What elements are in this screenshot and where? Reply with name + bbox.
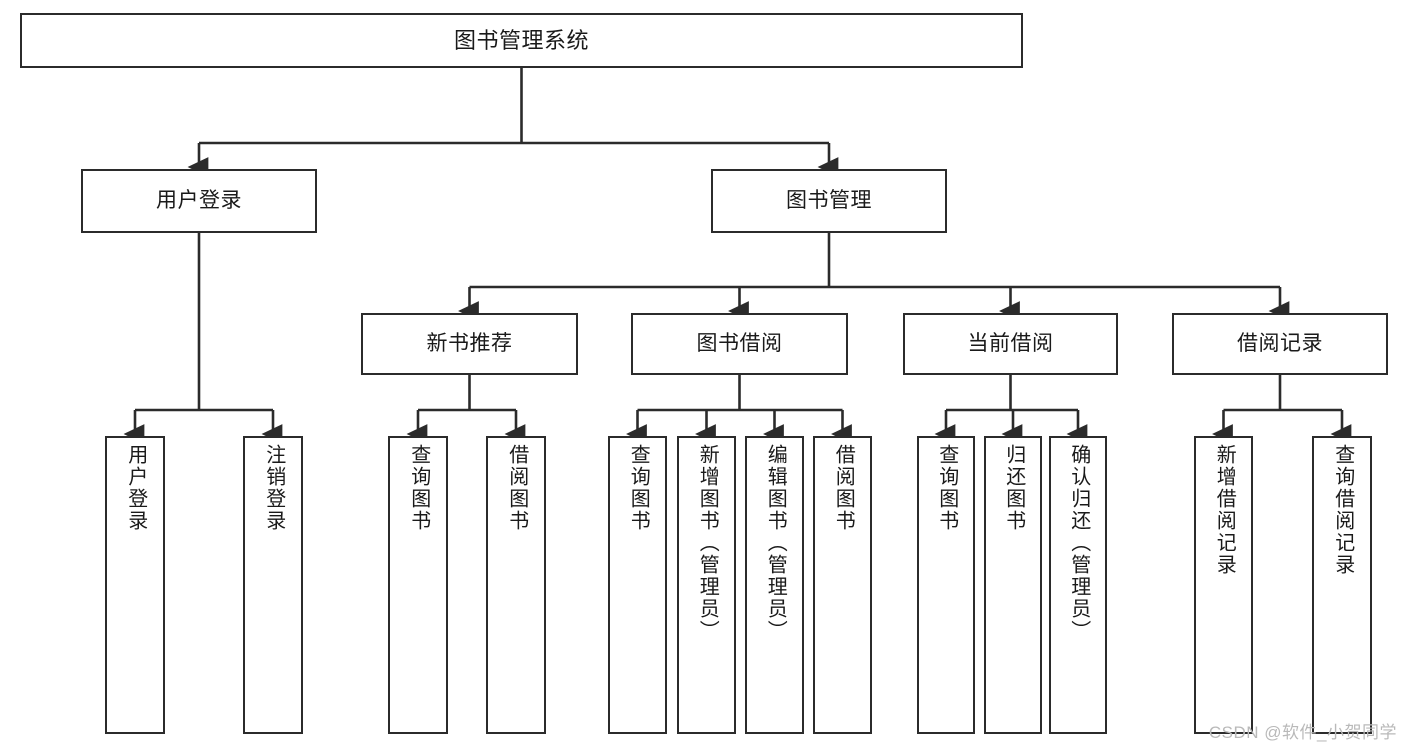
node-label: 新书推荐 <box>426 331 513 355</box>
leaf-borrow-book-recommend[interactable]: 借阅图书 <box>486 436 546 734</box>
leaf-return-book[interactable]: 归还图书 <box>984 436 1042 734</box>
node-label: 注销登录 <box>262 444 285 532</box>
node-label: 归还图书 <box>1002 444 1025 532</box>
leaf-confirm-return-admin[interactable]: 确认归还（管理员） <box>1049 436 1107 734</box>
node-book-borrow[interactable]: 图书借阅 <box>631 313 848 375</box>
node-label: 借阅图书 <box>832 444 855 532</box>
node-label: 用户登录 <box>156 188 242 212</box>
leaf-query-book-borrow[interactable]: 查询图书 <box>608 436 667 734</box>
node-root-system[interactable]: 图书管理系统 <box>20 13 1023 68</box>
node-label: 查询借阅记录 <box>1331 444 1354 576</box>
node-label: 查询图书 <box>407 444 430 532</box>
node-label: 借阅记录 <box>1237 331 1323 355</box>
node-book-management[interactable]: 图书管理 <box>711 169 947 233</box>
leaf-add-borrow-record[interactable]: 新增借阅记录 <box>1194 436 1253 734</box>
node-label: 确认归还（管理员） <box>1067 444 1090 642</box>
leaf-query-book-recommend[interactable]: 查询图书 <box>388 436 448 734</box>
node-label: 图书借阅 <box>696 331 783 355</box>
node-label: 图书管理系统 <box>453 27 589 53</box>
csdn-watermark: CSDN @软件_小贺同学 <box>1208 723 1397 742</box>
leaf-query-borrow-record[interactable]: 查询借阅记录 <box>1312 436 1372 734</box>
node-label: 借阅图书 <box>505 444 528 532</box>
leaf-logout[interactable]: 注销登录 <box>243 436 303 734</box>
node-borrow-records[interactable]: 借阅记录 <box>1172 313 1388 375</box>
node-label: 图书管理 <box>786 188 872 212</box>
node-label: 查询图书 <box>935 444 958 532</box>
leaf-borrow-book[interactable]: 借阅图书 <box>813 436 872 734</box>
node-user-login[interactable]: 用户登录 <box>81 169 317 233</box>
node-label: 新增图书（管理员） <box>696 444 719 642</box>
leaf-query-book-current[interactable]: 查询图书 <box>917 436 975 734</box>
node-label: 查询图书 <box>627 444 650 532</box>
node-label: 编辑图书（管理员） <box>764 444 787 642</box>
node-label: 当前借阅 <box>967 331 1054 355</box>
leaf-edit-book-admin[interactable]: 编辑图书（管理员） <box>745 436 804 734</box>
node-label: 新增借阅记录 <box>1213 444 1236 576</box>
node-current-borrow[interactable]: 当前借阅 <box>903 313 1118 375</box>
node-new-book-recommend[interactable]: 新书推荐 <box>361 313 578 375</box>
leaf-add-book-admin[interactable]: 新增图书（管理员） <box>677 436 736 734</box>
leaf-user-login[interactable]: 用户登录 <box>105 436 165 734</box>
node-label: 用户登录 <box>124 444 147 532</box>
